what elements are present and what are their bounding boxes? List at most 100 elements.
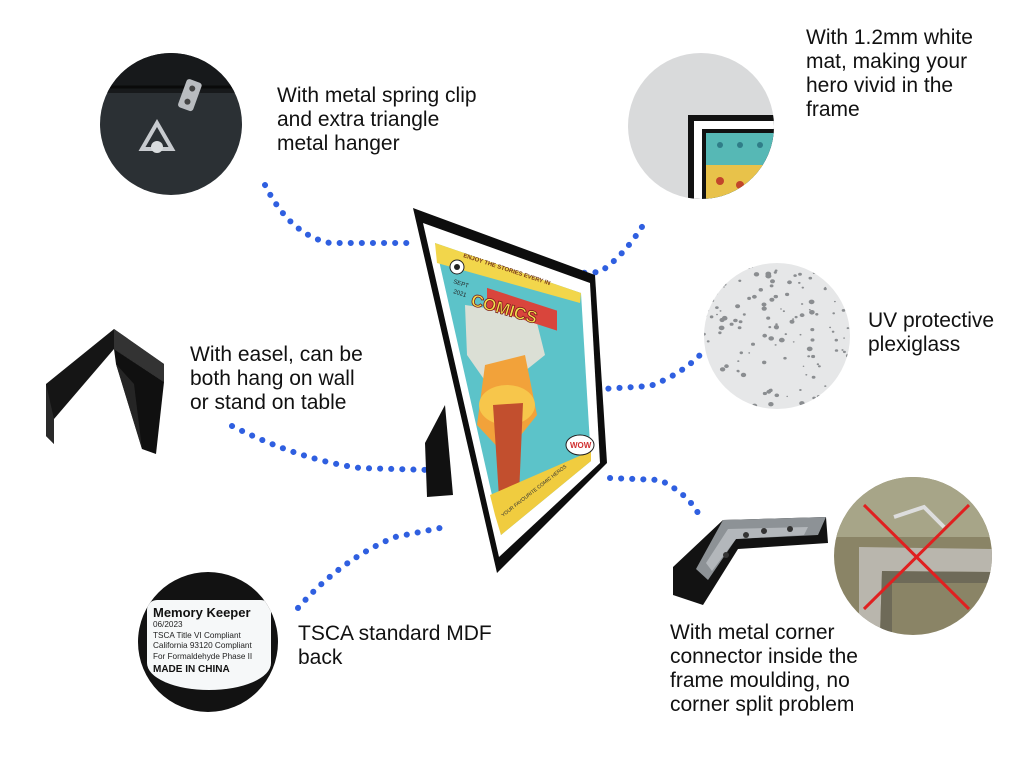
water-droplet xyxy=(709,315,714,319)
water-droplet xyxy=(751,266,754,268)
water-droplet xyxy=(769,284,774,288)
water-droplet xyxy=(770,388,773,391)
water-droplet xyxy=(811,375,816,379)
caption-line: frame xyxy=(806,98,860,121)
water-droplet xyxy=(738,279,742,282)
connector-easel xyxy=(229,423,433,473)
caption-plexiglass: UV protective plexiglass xyxy=(868,309,994,357)
water-droplet xyxy=(768,326,772,329)
spring-clip xyxy=(178,79,202,112)
water-droplet xyxy=(739,351,743,355)
caption-line: With metal spring clip xyxy=(277,84,477,107)
water-droplet xyxy=(784,333,787,336)
label-line: TSCA Title VI Compliant xyxy=(153,630,241,640)
water-droplet xyxy=(768,402,774,407)
mdf-label-icon: Memory Keeper 06/2023 TSCA Title VI Comp… xyxy=(138,572,278,712)
caption-hanger: With metal spring clip and extra triangl… xyxy=(277,84,477,156)
water-droplet xyxy=(735,304,741,309)
water-droplet xyxy=(718,331,722,335)
water-droplet xyxy=(721,315,728,321)
water-droplet xyxy=(793,274,797,277)
water-droplet xyxy=(737,326,742,330)
water-droplet xyxy=(810,328,815,332)
water-droplet xyxy=(724,364,729,369)
corner-connector-icon xyxy=(668,505,833,617)
label-line: California 93120 Compliant xyxy=(153,641,252,650)
water-droplet xyxy=(841,309,846,312)
caption-line: back xyxy=(298,646,343,669)
water-droplet xyxy=(768,336,774,341)
spring-clip-hanger-icon xyxy=(100,53,242,195)
water-droplet xyxy=(782,310,785,313)
water-droplet xyxy=(762,391,767,396)
water-droplet xyxy=(752,294,757,299)
label-line: For Formaldehyde Phase II xyxy=(153,651,253,661)
water-droplet xyxy=(715,306,719,309)
caption-line: TSCA standard MDF xyxy=(298,622,492,645)
water-droplet xyxy=(718,325,725,331)
caption-line: frame moulding, no xyxy=(670,669,850,692)
caption-line: UV protective xyxy=(868,309,995,332)
label-date: 06/2023 xyxy=(153,620,183,629)
caption-line: connector inside the xyxy=(670,645,858,668)
compliance-label: Memory Keeper 06/2023 TSCA Title VI Comp… xyxy=(147,600,271,690)
water-droplet xyxy=(761,306,767,311)
plexiglass-icon xyxy=(704,263,850,409)
water-droplet xyxy=(762,333,767,338)
easel-icon xyxy=(46,324,176,456)
water-droplet xyxy=(704,332,706,336)
water-droplet xyxy=(799,333,802,336)
water-droplet xyxy=(735,319,738,321)
label-title: Memory Keeper xyxy=(153,605,251,620)
caption-easel: With easel, can be both hang on wall or … xyxy=(190,343,363,415)
caption-line: corner split problem xyxy=(670,693,855,716)
water-droplet xyxy=(773,271,777,274)
caption-line: or stand on table xyxy=(190,391,347,414)
connector-mdf xyxy=(295,525,443,611)
water-droplet xyxy=(748,352,751,354)
water-droplet xyxy=(823,287,827,291)
water-droplet xyxy=(802,365,805,367)
triangle-hanger xyxy=(138,118,176,153)
water-droplet xyxy=(800,303,804,305)
water-droplet xyxy=(778,337,785,343)
water-droplet xyxy=(810,338,815,342)
water-droplet xyxy=(794,315,798,319)
water-droplet xyxy=(773,294,778,299)
water-droplet xyxy=(808,309,811,311)
connector-hanger xyxy=(262,182,413,246)
water-droplet xyxy=(787,280,792,285)
water-droplet xyxy=(774,344,777,346)
water-droplet xyxy=(824,385,827,387)
water-droplet xyxy=(831,330,835,333)
white-mat-icon xyxy=(628,53,774,199)
water-droplet xyxy=(807,355,811,358)
water-droplet xyxy=(811,354,816,359)
water-droplet xyxy=(786,395,788,398)
caption-corner: With metal corner connector inside the f… xyxy=(670,621,858,717)
caption-line: With easel, can be xyxy=(190,343,363,366)
water-droplet xyxy=(842,350,846,354)
water-droplet xyxy=(785,292,790,297)
caption-line: both hang on wall xyxy=(190,367,355,390)
water-droplet xyxy=(834,349,839,352)
connector-mat xyxy=(537,219,648,278)
poster-date-bottom: 2021 xyxy=(452,289,467,299)
water-droplet xyxy=(742,313,746,316)
water-droplet xyxy=(766,389,772,394)
water-droplet xyxy=(719,310,722,312)
water-droplet xyxy=(780,308,782,310)
cross-mark xyxy=(862,503,971,611)
water-droplet xyxy=(809,310,815,315)
water-droplet xyxy=(792,318,795,320)
water-droplet xyxy=(770,279,775,284)
water-droplet xyxy=(737,360,740,362)
water-droplet xyxy=(716,313,718,316)
water-droplet xyxy=(719,367,726,372)
caption-line: With metal corner xyxy=(670,621,835,644)
water-droplet xyxy=(747,296,751,300)
caption-line: metal hanger xyxy=(277,132,400,155)
water-droplet xyxy=(841,349,844,351)
